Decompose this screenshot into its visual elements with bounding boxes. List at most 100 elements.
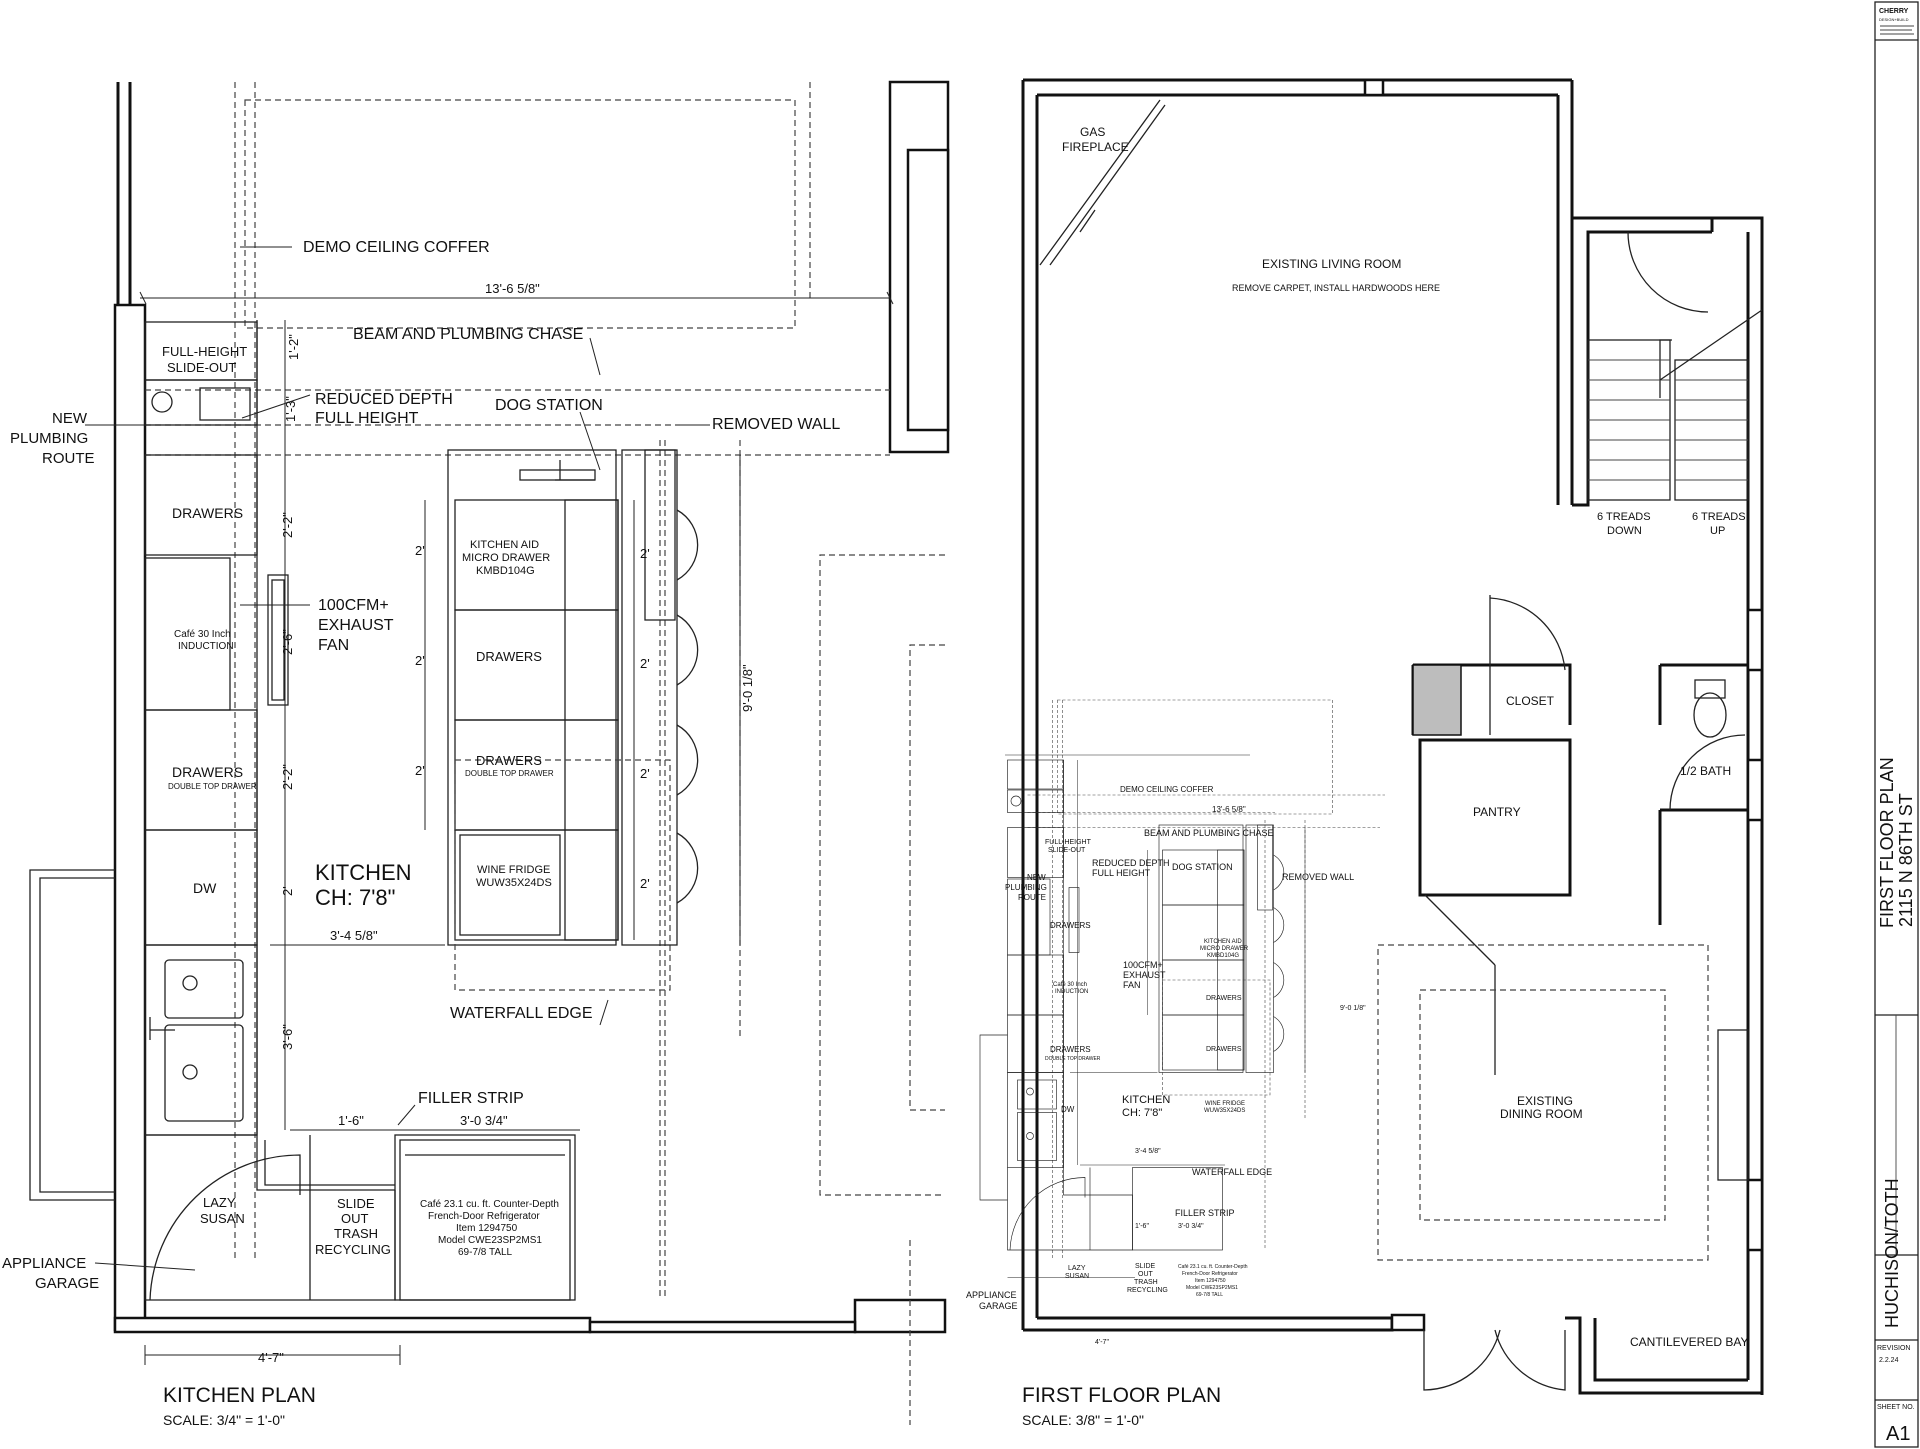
dim-4-7: 4'-7" <box>258 1350 284 1365</box>
mini-drawers-2: DRAWERS <box>1050 1045 1091 1054</box>
first-floor-scale: SCALE: 3/8" = 1'-0" <box>1022 1412 1144 1428</box>
mini-kitchen <box>979 699 1385 1278</box>
revision-date: 2.2.24 <box>1879 1357 1899 1364</box>
mini-double-top: DOUBLE TOP DRAWER <box>1045 1056 1101 1062</box>
label-wine-2: WUW35X24DS <box>476 877 552 889</box>
mini-induction: INDUCTION <box>1055 989 1088 995</box>
dim-2-2b: 2'-2" <box>280 764 295 790</box>
label-micro-2: MICRO DRAWER <box>462 552 550 564</box>
label-fireplace: FIREPLACE <box>1062 140 1129 154</box>
dim-island-2b: 2' <box>415 653 425 668</box>
label-kitchen: KITCHEN <box>315 860 412 885</box>
mini-dim-1-6: 1'-6" <box>1135 1223 1149 1230</box>
label-fridge-3: Item 1294750 <box>456 1223 518 1234</box>
dim-bar-2a: 2' <box>640 546 650 561</box>
label-existing: EXISTING <box>1517 1094 1573 1108</box>
dim-bar-2c: 2' <box>640 766 650 781</box>
first-floor-title: FIRST FLOOR PLAN <box>1022 1384 1221 1407</box>
mini-ch: CH: 7'8" <box>1122 1107 1162 1119</box>
label-drawers-2: DRAWERS <box>172 764 243 780</box>
mini-new: NEW <box>1027 873 1046 882</box>
mini-exhaust: EXHAUST <box>1123 970 1166 980</box>
mini-demo-coffer: DEMO CEILING COFFER <box>1120 785 1214 794</box>
label-drawers-1: DRAWERS <box>172 505 243 521</box>
label-plumbing: PLUMBING <box>10 430 88 447</box>
mini-micro-2: MICRO DRAWER <box>1200 946 1249 952</box>
mini-beam-chase: BEAM AND PLUMBING CHASE <box>1144 828 1274 838</box>
label-route: ROUTE <box>42 450 95 467</box>
dim-3-4: 3'-4 5/8" <box>330 928 378 943</box>
kitchen-plan-title: KITCHEN PLAN <box>163 1384 316 1407</box>
mini-100cfm: 100CFM+ <box>1123 960 1163 970</box>
mini-cafe: Café 30 Inch <box>1053 982 1087 988</box>
dim-9-0: 9'-0 1/8" <box>740 664 755 712</box>
mini-fridge-4: Model CWE23SP2MS1 <box>1186 1285 1238 1291</box>
mini-fan: FAN <box>1123 980 1141 990</box>
mini-appliance: APPLIANCE <box>966 1290 1017 1300</box>
label-fridge-1: Café 23.1 cu. ft. Counter-Depth <box>420 1199 559 1210</box>
dim-3-6: 3'-6" <box>280 1024 295 1050</box>
label-double-top: DOUBLE TOP DRAWER <box>168 782 257 791</box>
label-pantry: PANTRY <box>1473 805 1521 819</box>
mini-drawers: DRAWERS <box>1050 921 1091 930</box>
label-new: NEW <box>52 410 88 427</box>
label-wine-1: WINE FRIDGE <box>477 864 550 876</box>
mini-removed-wall: REMOVED WALL <box>1282 872 1354 882</box>
dim-2-a: 2' <box>280 886 295 896</box>
dim-1-6: 1'-6" <box>338 1113 364 1128</box>
mini-waterfall: WATERFALL EDGE <box>1192 1167 1272 1177</box>
mini-idraw-1: DRAWERS <box>1206 995 1242 1002</box>
stair-treads <box>1587 309 1763 501</box>
label-fridge-2: French-Door Refrigerator <box>428 1211 540 1222</box>
mini-dim-9-0: 9'-0 1/8" <box>1340 1005 1366 1012</box>
dim-1-2: 1'-2" <box>286 334 301 360</box>
label-reduced-depth: REDUCED DEPTH <box>315 391 453 408</box>
label-lazy: LAZY <box>203 1195 236 1210</box>
mini-recycling: RECYCLING <box>1127 1287 1168 1294</box>
dim-13-6: 13'-6 5/8" <box>485 281 540 296</box>
mini-susan: SUSAN <box>1065 1273 1089 1280</box>
revision-label: REVISION <box>1877 1345 1910 1352</box>
dim-1-3: 1'-3" <box>283 396 298 422</box>
dim-3-0: 3'-0 3/4" <box>460 1113 508 1128</box>
mini-slide: SLIDE <box>1135 1263 1156 1270</box>
label-treads-down: 6 TREADS <box>1597 511 1651 523</box>
label-filler: FILLER STRIP <box>418 1090 524 1107</box>
title-block: CHERRY DESIGN+BUILD FIRST FLOOR PLAN 211… <box>1874 1 1919 1448</box>
kitchen-plan-labels: DEMO CEILING COFFER 13'-6 5/8" BEAM AND … <box>2 239 840 1428</box>
mini-wine-1: WINE FRIDGE <box>1205 1101 1245 1107</box>
label-ch: CH: 7'8" <box>315 885 395 910</box>
label-down: DOWN <box>1607 525 1642 537</box>
label-dw: DW <box>193 880 217 896</box>
label-100cfm: 100CFM+ <box>318 597 389 614</box>
mini-fridge-2: French-Door Refrigerator <box>1182 1271 1238 1277</box>
label-slide: SLIDE <box>337 1196 375 1211</box>
mini-dim-3-4: 3'-4 5/8" <box>1135 1148 1161 1155</box>
label-slide-out: SLIDE-OUT <box>167 360 236 375</box>
sheet-number: A1 <box>1886 1423 1910 1445</box>
mini-plumbing: PLUMBING <box>1005 883 1047 892</box>
mini-slide-out: SLIDE-OUT <box>1048 847 1086 854</box>
label-living-note: REMOVE CARPET, INSTALL HARDWOODS HERE <box>1232 283 1440 293</box>
label-island-drawers-2: DRAWERS <box>476 753 542 768</box>
kitchen-plan-scale: SCALE: 3/4" = 1'-0" <box>163 1412 285 1428</box>
first-floor-labels: GAS FIREPLACE EXISTING LIVING ROOM REMOV… <box>966 125 1748 1428</box>
label-waterfall: WATERFALL EDGE <box>450 1005 593 1022</box>
mini-dim-3-0: 3'-0 3/4" <box>1178 1223 1204 1230</box>
label-full-height-2: FULL HEIGHT <box>315 410 419 427</box>
mini-dim-4-7: 4'-7" <box>1095 1339 1109 1346</box>
mini-out: OUT <box>1138 1271 1154 1278</box>
label-dining-room: DINING ROOM <box>1500 1107 1583 1121</box>
label-demo-coffer: DEMO CEILING COFFER <box>303 239 490 256</box>
mini-dog-station: DOG STATION <box>1172 862 1233 872</box>
dim-bar-2b: 2' <box>640 656 650 671</box>
label-garage: GARAGE <box>35 1275 99 1292</box>
mini-fridge-5: 69-7/8 TALL <box>1196 1292 1223 1298</box>
mini-reduced-depth: REDUCED DEPTH <box>1092 858 1170 868</box>
mini-fridge-3: Item 1294750 <box>1195 1278 1226 1284</box>
dim-island-2c: 2' <box>415 763 425 778</box>
mini-trash: TRASH <box>1134 1279 1158 1286</box>
mini-dim-13-6: 13'-6 5/8" <box>1212 805 1246 814</box>
label-fridge-5: 69-7/8 TALL <box>458 1247 513 1258</box>
